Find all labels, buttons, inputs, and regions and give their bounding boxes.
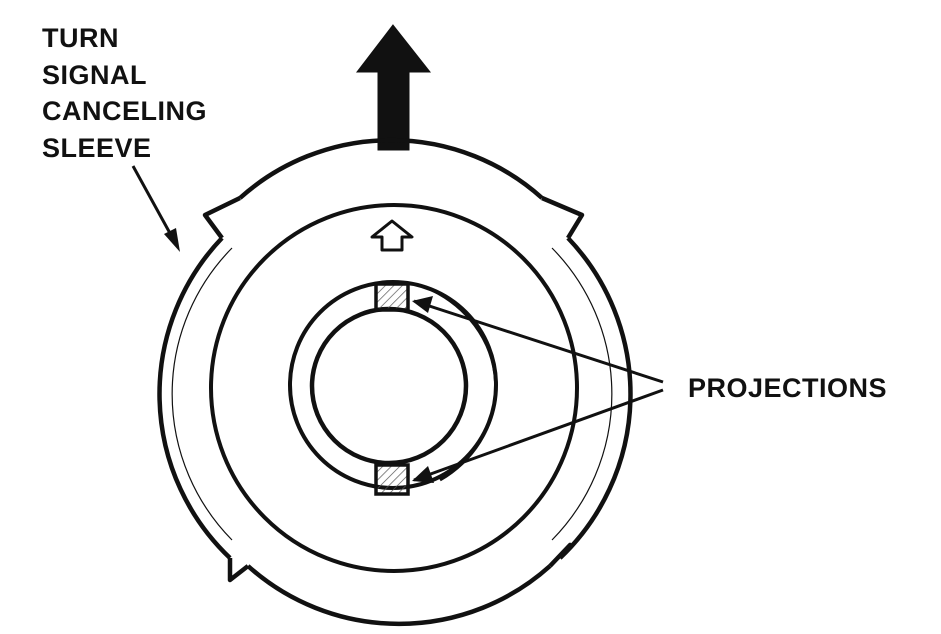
sleeve-label-line: SIGNAL [42, 60, 147, 90]
sleeve-thin-ring [171, 247, 613, 541]
sleeve-outer-ring [157, 137, 633, 627]
notch-top-left [202, 195, 241, 240]
projection-bottom [374, 463, 410, 496]
sleeve-leader [131, 165, 180, 252]
sleeve-label: TURN SIGNAL CANCELING SLEEVE [42, 23, 215, 163]
hub-offset-arc [431, 288, 498, 482]
projections-label: PROJECTIONS [688, 373, 887, 403]
projection-top [374, 282, 410, 312]
sleeve-label-line: SLEEVE [42, 133, 152, 163]
sleeve-inner-ring [209, 203, 579, 573]
up-arrow-icon [355, 24, 432, 151]
center-bore [309, 306, 469, 466]
outline-up-arrow-icon [370, 219, 414, 252]
notch-bottom-left [227, 558, 250, 583]
notch-bottom-right [548, 542, 573, 568]
notch-top-right [541, 195, 585, 240]
projections-leaders [412, 296, 664, 483]
sleeve-label-line: TURN [42, 23, 119, 53]
sleeve-label-line: CANCELING [42, 96, 207, 126]
